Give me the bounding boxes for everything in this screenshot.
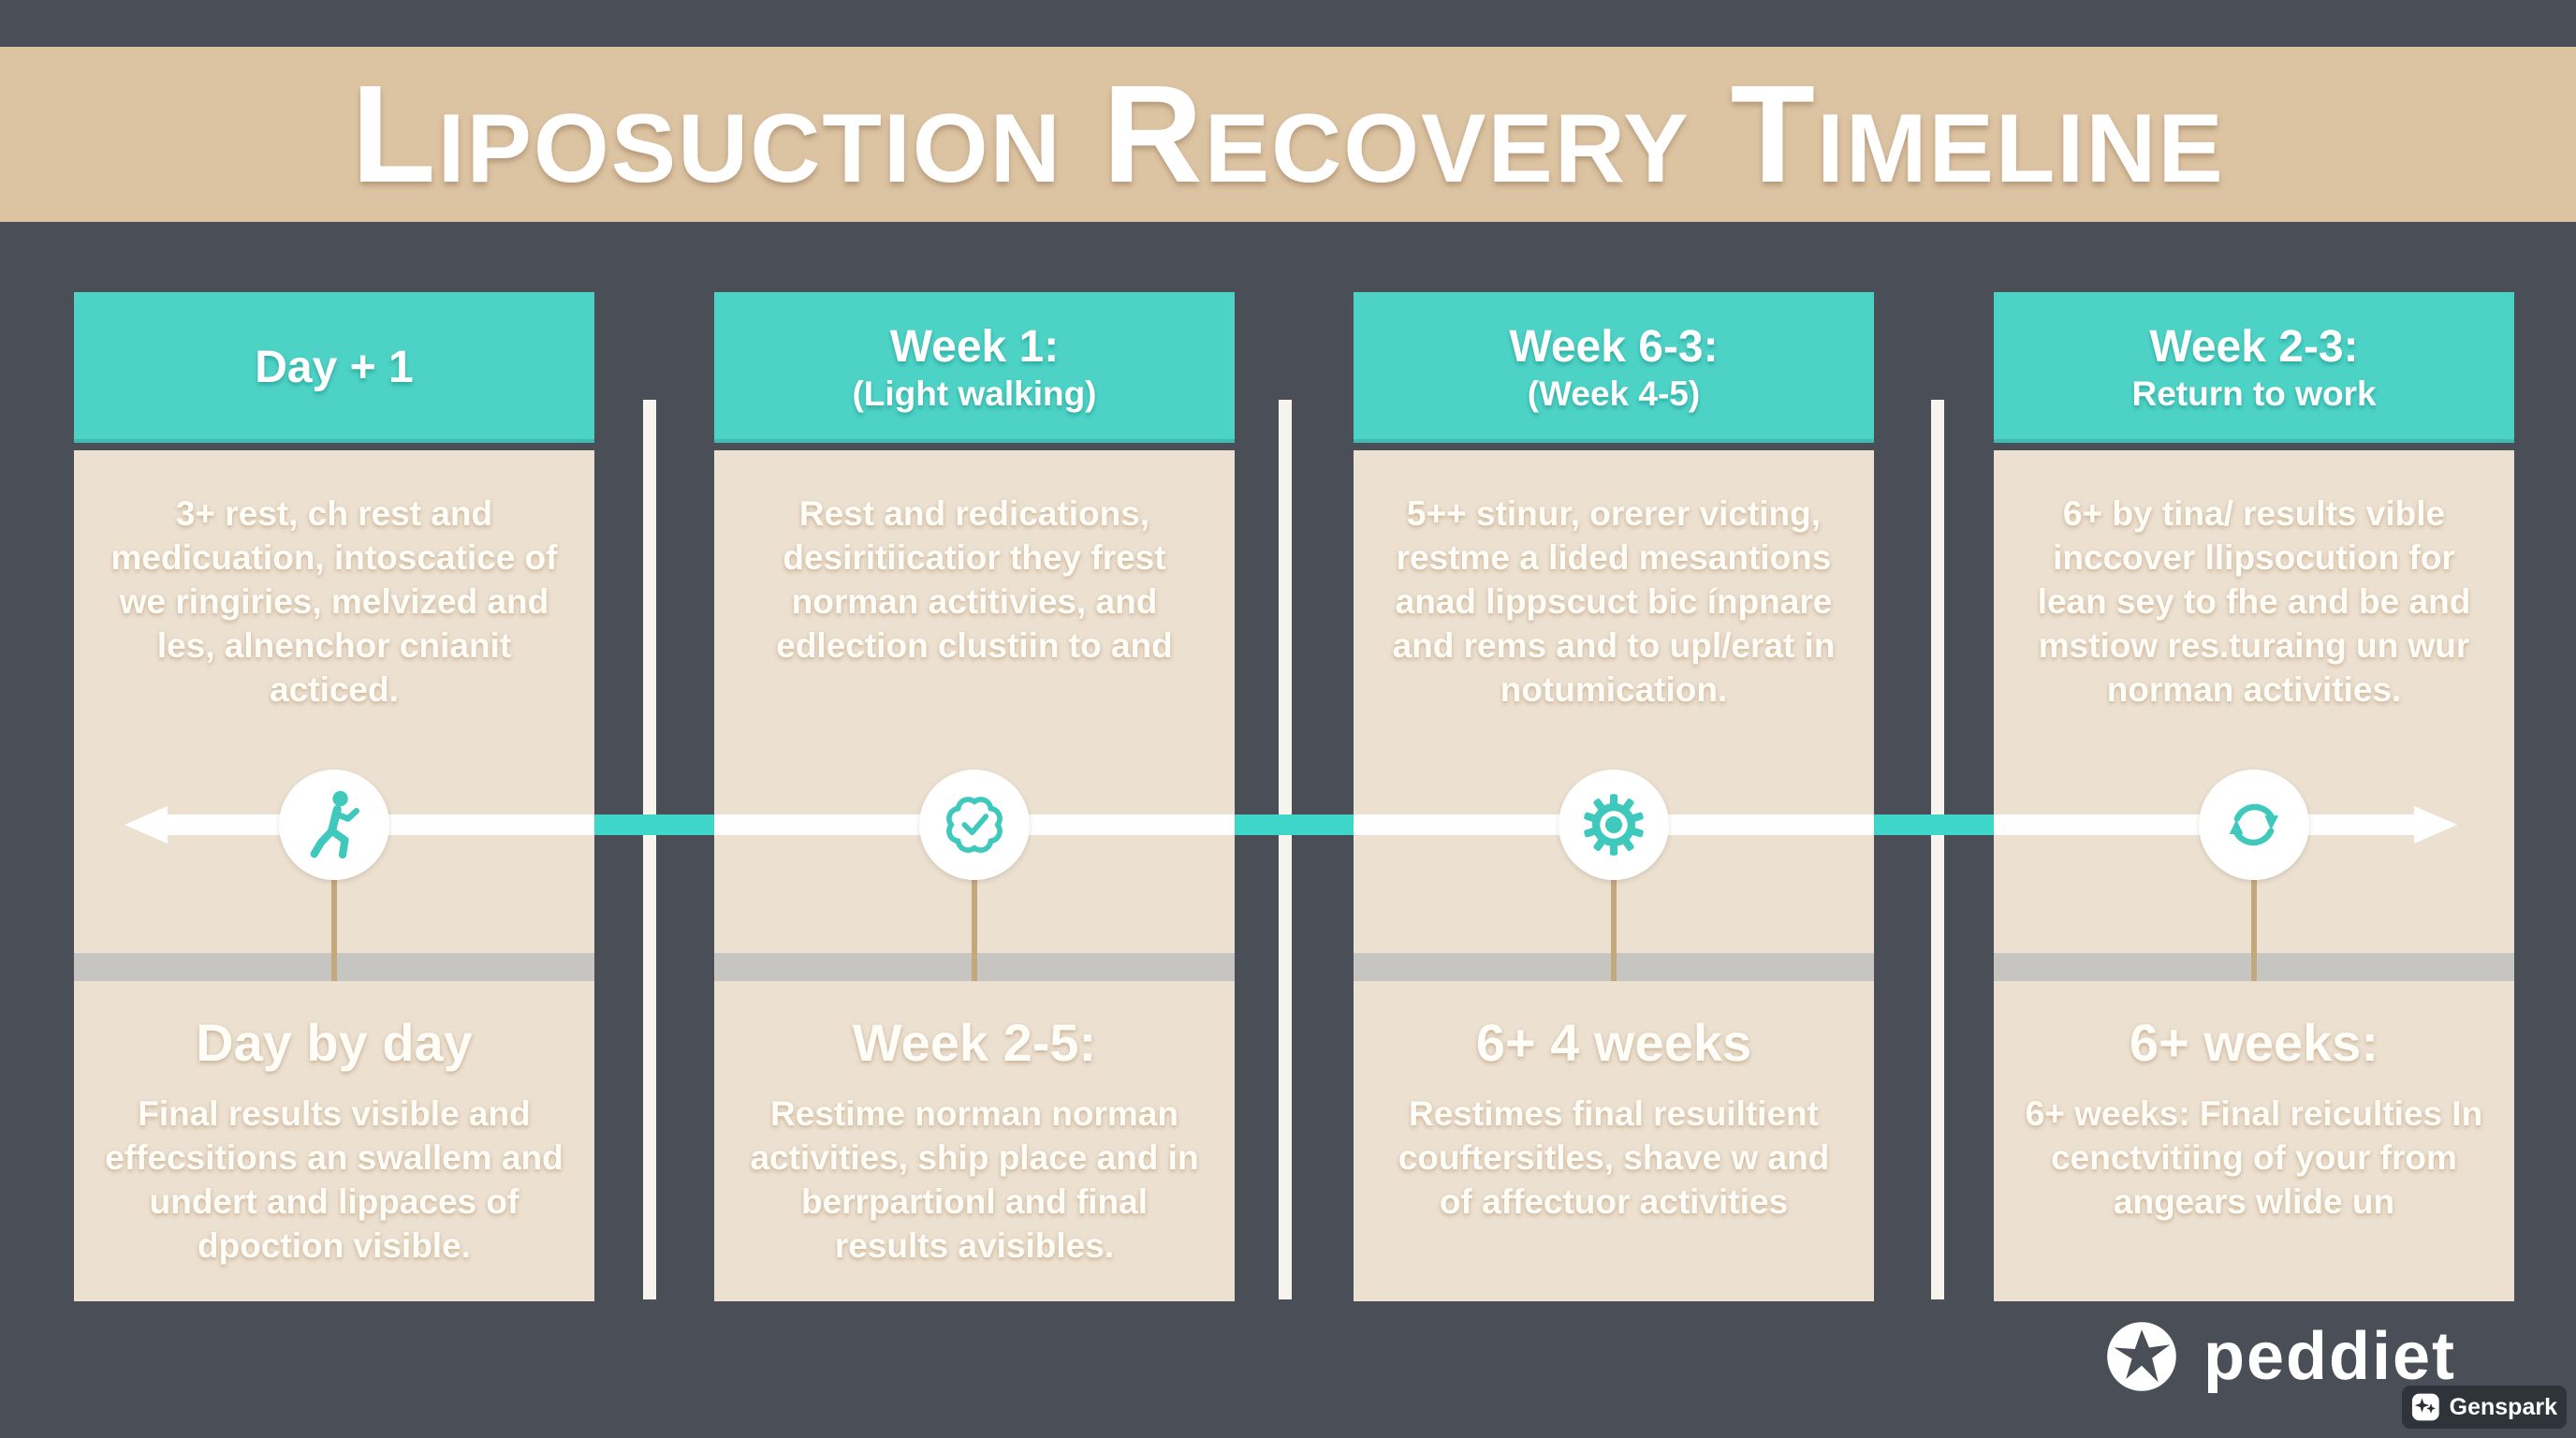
genspark-badge[interactable]: Genspark — [2402, 1386, 2567, 1429]
arrowhead-left-icon — [124, 806, 168, 844]
icon-stem — [331, 880, 337, 981]
phase-subheading: 6+ 4 weeks — [1475, 1013, 1752, 1072]
column-header-title: Week 2-3: — [2149, 321, 2359, 372]
timeline-teal-segment — [1235, 814, 1354, 835]
column-header: Day + 1 — [74, 292, 594, 443]
arrowhead-right-icon — [2414, 806, 2457, 844]
phase-subheading: Day by day — [196, 1013, 473, 1072]
column-header: Week 1: (Light walking) — [714, 292, 1235, 443]
column-body: 3+ rest, ch rest and medicuation, intosc… — [74, 450, 594, 1301]
title-banner: Liposuction Recovery Timeline — [0, 47, 2576, 222]
column-divider — [643, 400, 656, 1299]
phase-description: Rest and redications, desiritiicatior th… — [776, 494, 1173, 665]
column-header-subtitle: (Week 4-5) — [1527, 374, 1701, 413]
column-header-title: Week 6-3: — [1509, 321, 1719, 372]
column-header-title: Week 1: — [889, 321, 1060, 372]
badge-check-icon — [919, 770, 1030, 880]
peddiet-logo-icon — [2107, 1322, 2176, 1391]
page-title: Liposuction Recovery Timeline — [351, 57, 2225, 212]
column-divider — [1279, 400, 1292, 1299]
icon-stem — [972, 880, 977, 981]
phase-subtext: Restimes final resuiltient couftersitles… — [1398, 1094, 1830, 1221]
phase-subtext: 6+ weeks: Final reiculties In cenctvitii… — [2025, 1094, 2483, 1221]
column-body: Rest and redications, desiritiicatior th… — [714, 450, 1235, 1301]
phase-description: 3+ rest, ch rest and medicuation, intosc… — [110, 494, 558, 709]
phase-subheading: Week 2-5: — [852, 1013, 1097, 1072]
icon-stem — [2251, 880, 2257, 981]
column-header: Week 6-3: (Week 4-5) — [1354, 292, 1874, 443]
timeline-teal-segment — [1874, 814, 1994, 835]
column-header-subtitle: (Light walking) — [852, 374, 1097, 413]
icon-stem — [1611, 880, 1617, 981]
gear-icon — [1559, 770, 1669, 880]
genspark-icon — [2411, 1393, 2439, 1421]
timeline-teal-segment — [594, 814, 714, 835]
genspark-label: Genspark — [2449, 1393, 2557, 1420]
walking-person-icon — [279, 770, 389, 880]
phase-subtext: Restime norman norman activities, ship p… — [750, 1094, 1199, 1265]
column-header: Week 2-3: Return to work — [1994, 292, 2514, 443]
brand-name: peddiet — [2203, 1319, 2457, 1394]
refresh-icon — [2199, 770, 2309, 880]
column-divider — [1931, 400, 1944, 1299]
column-header-title: Day + 1 — [255, 342, 414, 392]
brand-logo: peddiet — [2104, 1316, 2456, 1397]
phase-subheading: 6+ weeks: — [2129, 1013, 2379, 1072]
column-header-subtitle: Return to work — [2131, 374, 2377, 413]
phase-description: 6+ by tina/ results vible inccover llips… — [2037, 494, 2471, 709]
phase-subtext: Final results visible and effecsitions a… — [105, 1094, 564, 1265]
phase-description: 5++ stinur, orerer victing, restme a lid… — [1392, 494, 1836, 709]
